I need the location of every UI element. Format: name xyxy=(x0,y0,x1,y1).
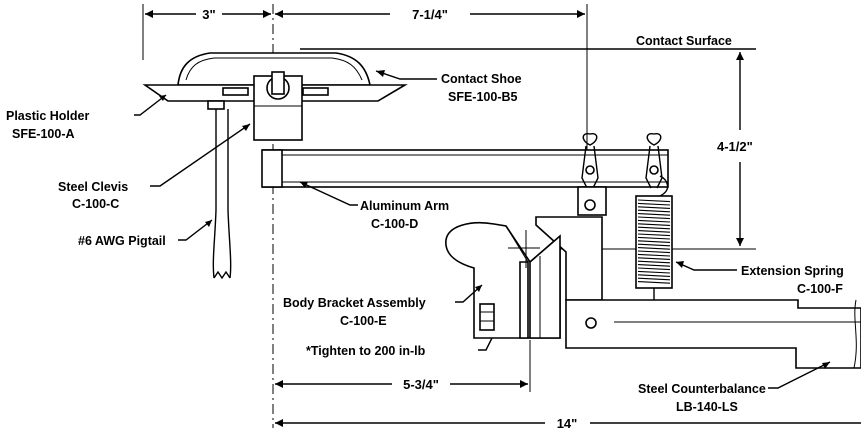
spring-coil xyxy=(637,247,671,250)
spring-coil xyxy=(637,230,671,233)
spring-coil xyxy=(637,281,671,284)
spring-coil xyxy=(637,274,671,277)
spring-coil xyxy=(637,216,671,220)
counterbalance-label: Steel Counterbalance xyxy=(638,382,766,396)
extension-spring xyxy=(635,175,673,318)
tighten-note: *Tighten to 200 in-lb xyxy=(306,344,426,358)
steel-clevis xyxy=(253,71,303,141)
body-bracket-label: Body Bracket Assembly xyxy=(283,296,426,310)
contact-shoe xyxy=(177,52,371,86)
spring-coil xyxy=(637,233,671,237)
extension-spring-part-number: C-100-F xyxy=(797,282,843,296)
counterbalance-part-number: LB-140-LS xyxy=(676,400,738,414)
spring-coil xyxy=(637,213,671,216)
spring-coil xyxy=(637,209,671,213)
dimension-7-1-4in: 7-1/4" xyxy=(412,7,448,22)
aluminum-arm-label: Aluminum Arm xyxy=(360,199,449,213)
pigtail-label: #6 AWG Pigtail xyxy=(78,234,166,248)
spring-coil xyxy=(637,270,671,274)
spring-coil xyxy=(637,267,671,271)
spring-coil xyxy=(637,219,671,223)
contact-shoe-part-number: SFE-100-B5 xyxy=(448,90,518,104)
dimension-14in: 14" xyxy=(557,416,578,431)
cotter-pins xyxy=(581,132,663,189)
spring-coil xyxy=(637,253,671,257)
dimension-bottom xyxy=(275,340,861,427)
spring-coil xyxy=(637,257,671,260)
spring-coil xyxy=(637,260,671,264)
spring-coil xyxy=(637,236,671,240)
spring-coil xyxy=(637,243,671,247)
contact-surface-label: Contact Surface xyxy=(636,34,732,48)
steel-clevis-label: Steel Clevis xyxy=(58,180,128,194)
spring-coil xyxy=(637,206,671,209)
dimension-3in: 3" xyxy=(202,7,215,22)
spring-coil xyxy=(637,223,671,226)
steel-counterbalance xyxy=(565,299,861,369)
spring-coil xyxy=(637,199,671,203)
leader-lines xyxy=(134,70,831,389)
body-bracket xyxy=(445,216,603,339)
contact-shoe-label: Contact Shoe xyxy=(441,72,522,86)
bracket-bolt xyxy=(479,303,495,331)
aluminum-arm-part-number: C-100-D xyxy=(371,217,418,231)
extension-spring-label: Extension Spring xyxy=(741,264,844,278)
steel-clevis-part-number: C-100-C xyxy=(72,197,119,211)
spring-coil xyxy=(637,264,671,267)
dimension-5-3-4in: 5-3/4" xyxy=(403,377,439,392)
spring-coil xyxy=(637,250,671,254)
dimension-top xyxy=(142,4,588,150)
arm-tab xyxy=(577,186,607,216)
spring-coil xyxy=(637,240,671,243)
body-bracket-part-number: C-100-E xyxy=(340,314,387,328)
aluminum-arm xyxy=(261,149,669,188)
plastic-holder-part-number: SFE-100-A xyxy=(12,127,75,141)
crosshair-mark xyxy=(508,230,540,268)
dimension-4-1-2in: 4-1/2" xyxy=(717,139,753,154)
spring-coil xyxy=(637,202,671,206)
plastic-holder-label: Plastic Holder xyxy=(6,109,89,123)
spring-coil xyxy=(637,277,671,281)
spring-coil xyxy=(637,226,671,230)
pigtail-cable xyxy=(212,109,232,280)
